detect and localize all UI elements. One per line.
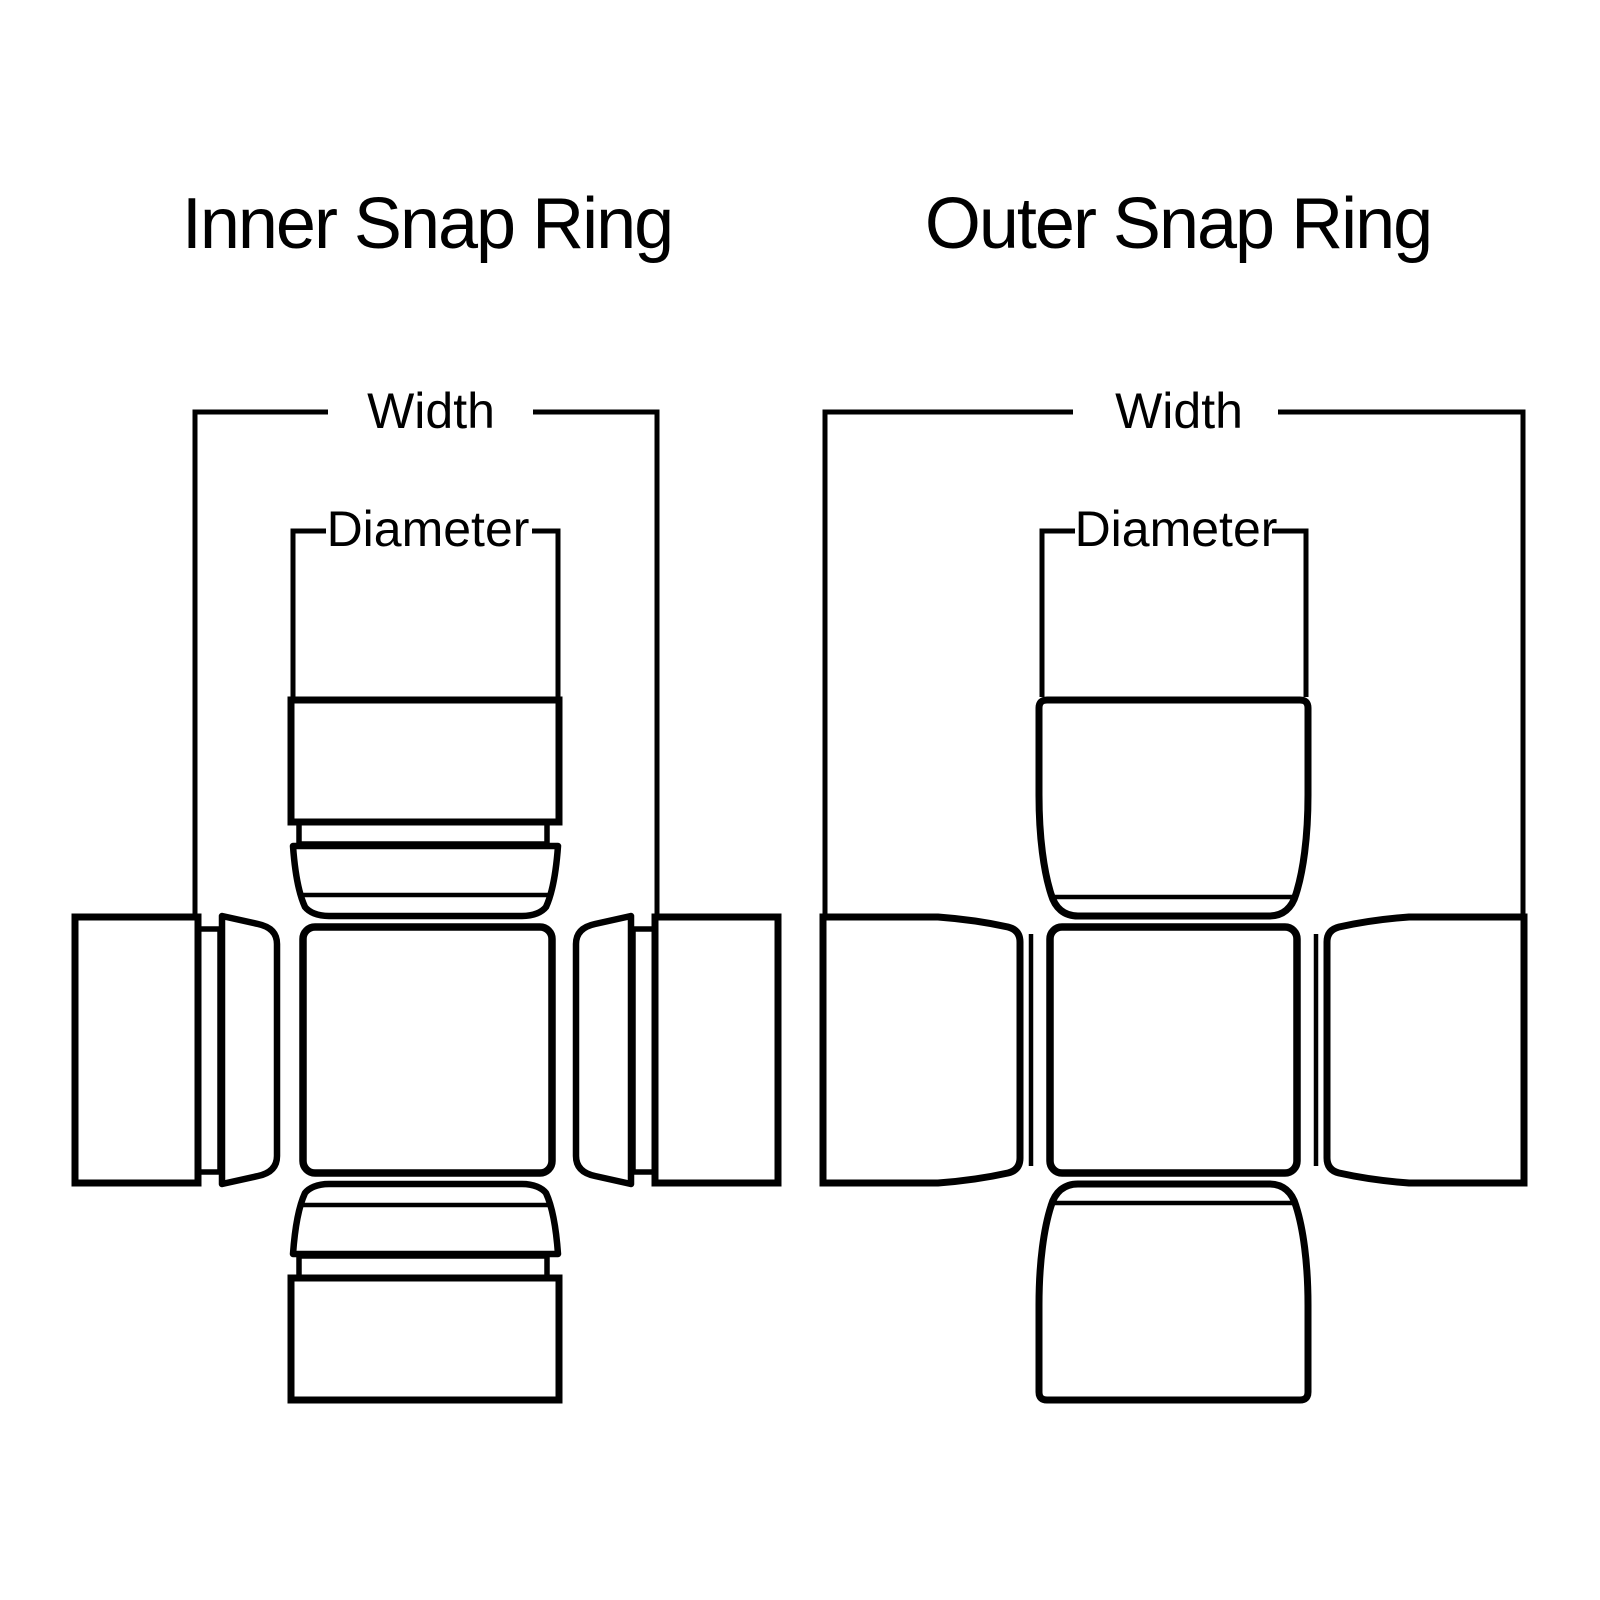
diameter-dimension: Diameter: [1039, 501, 1309, 697]
top-cap-assembly: [1035, 696, 1312, 920]
right-arm-assembly: [572, 912, 782, 1188]
left-arm-assembly: [819, 913, 1034, 1187]
diameter-dimension-label: Diameter: [1075, 501, 1278, 557]
seal-boot-right: [572, 912, 635, 1188]
width-bracket-right: [1278, 409, 1526, 914]
width-bracket-left: [822, 409, 1073, 914]
diagram-outer-snap-ring: Outer Snap Ring Width Diameter: [819, 184, 1528, 1404]
width-dimension-label: Width: [1115, 383, 1243, 439]
bearing-cap-top: [287, 696, 563, 826]
diagram-inner-snap-ring: Inner Snap Ring Width Diameter: [71, 184, 782, 1404]
diameter-bracket-right: [1272, 528, 1309, 697]
bottom-cap-assembly: [1035, 1180, 1312, 1404]
diameter-bracket-right: [532, 528, 561, 697]
diameter-bracket-left: [1039, 528, 1075, 697]
bearing-cap-left: [71, 913, 202, 1187]
seal-boot-left: [218, 912, 281, 1188]
bearing-cap-right: [1323, 913, 1528, 1187]
diameter-dimension: Diameter: [290, 501, 561, 697]
page-title: Inner Snap Ring: [182, 184, 672, 264]
bearing-cap-left: [819, 913, 1024, 1187]
diameter-bracket-left: [290, 528, 326, 697]
bearing-cap-right: [651, 913, 782, 1187]
bearing-cap-bottom: [287, 1274, 563, 1404]
width-dimension-label: Width: [367, 383, 495, 439]
left-arm-assembly: [71, 912, 281, 1188]
width-bracket-right: [533, 409, 660, 914]
cross-center-block: [1046, 923, 1301, 1177]
width-bracket-left: [192, 409, 328, 914]
seal-boot-top: [289, 842, 562, 920]
right-arm-assembly: [1313, 913, 1528, 1187]
bottom-cap-assembly: [287, 1180, 563, 1404]
diameter-dimension-label: Diameter: [327, 501, 530, 557]
bearing-cap-top: [1035, 696, 1312, 920]
bearing-cap-bottom: [1035, 1180, 1312, 1404]
seal-boot-bottom: [289, 1180, 562, 1258]
cross-center-block: [299, 923, 556, 1177]
page-title: Outer Snap Ring: [925, 184, 1431, 264]
width-dimension: Width: [192, 383, 660, 914]
top-cap-assembly: [287, 696, 563, 920]
width-dimension: Width: [822, 383, 1526, 914]
